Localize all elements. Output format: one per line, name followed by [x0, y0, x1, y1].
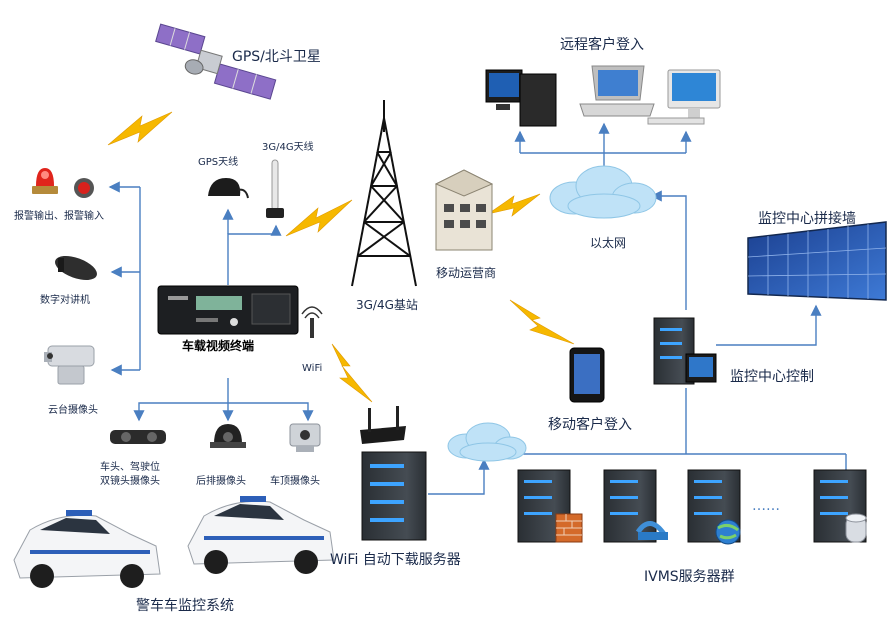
alarm-io-label: 报警输出、报警输入	[14, 211, 104, 222]
lightning-tower	[285, 199, 353, 237]
terminal-label: 车载视频终端	[182, 339, 255, 353]
satellite-icon	[155, 23, 277, 100]
imac-icon	[647, 69, 721, 125]
gps-antenna-icon	[208, 178, 249, 199]
intercom-label: 数字对讲机	[40, 295, 90, 306]
police-car-2-icon	[187, 496, 335, 574]
police-cars-label: 警车车监控系统	[136, 598, 234, 614]
ethernet-cloud-icon	[549, 165, 657, 219]
monitor-control-label: 监控中心控制	[730, 369, 814, 385]
wifi-server-label: WiFi 自动下载服务器	[330, 552, 461, 568]
video-wall-label: 监控中心拼接墙	[758, 211, 856, 227]
ivms-servers-label: IVMS服务器群	[644, 569, 735, 585]
gps-antenna-label: GPS天线	[198, 157, 239, 168]
ivms-server-1-icon	[517, 469, 583, 543]
ethernet-label: 以太网	[590, 236, 627, 250]
lightning-mobile	[509, 299, 575, 345]
connector-lines	[108, 122, 847, 495]
police-car-1-icon	[13, 510, 161, 588]
vehicle-terminal-device	[157, 285, 299, 335]
roof-camera-label: 车顶摄像头	[270, 476, 320, 487]
lightning-wifi	[331, 343, 373, 403]
wifi-antenna-icon	[301, 306, 323, 338]
rear-camera-icon	[210, 424, 246, 448]
antenna-3g4g-icon	[266, 159, 284, 218]
antenna-3g4g-label: 3G/4G天线	[262, 142, 314, 153]
ivms-server-2-icon	[603, 469, 668, 543]
video-wall-icon	[747, 221, 887, 301]
roof-camera-icon	[289, 423, 321, 452]
front-camera-label-2: 双镜头摄像头	[100, 476, 160, 487]
wifi-router-icon	[360, 406, 406, 444]
ivms-server-3-icon	[687, 469, 741, 545]
satellite-label: GPS/北斗卫星	[232, 49, 321, 65]
laptop-icon	[579, 65, 655, 117]
desktop-pc-icon	[485, 69, 557, 127]
alarm-devices-icon	[32, 168, 94, 198]
cell-tower-icon	[351, 100, 417, 287]
operator-building-icon	[434, 169, 494, 251]
ivms-server-4-icon	[813, 469, 867, 543]
rear-camera-label: 后排摄像头	[196, 476, 246, 487]
intercom-icon	[55, 255, 97, 281]
wifi-label: WiFi	[302, 363, 323, 374]
ptz-camera-icon	[44, 345, 95, 385]
wifi-server-icon	[361, 451, 427, 541]
lightning-ethernet	[487, 193, 541, 217]
lightning-satellite	[107, 111, 173, 146]
wifi-cloud-icon	[447, 422, 527, 462]
operator-label: 移动运营商	[436, 266, 497, 280]
control-server-icon	[653, 317, 717, 385]
remote-login-label: 远程客户登入	[560, 37, 644, 53]
ivms-ellipsis: ……	[752, 498, 780, 514]
wireless-lightning	[107, 111, 575, 403]
ptz-camera-label: 云台摄像头	[48, 405, 98, 416]
mobile-login-label: 移动客户登入	[548, 417, 632, 433]
front-camera-label-1: 车头、驾驶位	[100, 462, 160, 473]
tower-label: 3G/4G基站	[356, 298, 418, 312]
mobile-phone-icon	[569, 347, 605, 403]
dual-lens-camera-icon	[110, 430, 166, 444]
